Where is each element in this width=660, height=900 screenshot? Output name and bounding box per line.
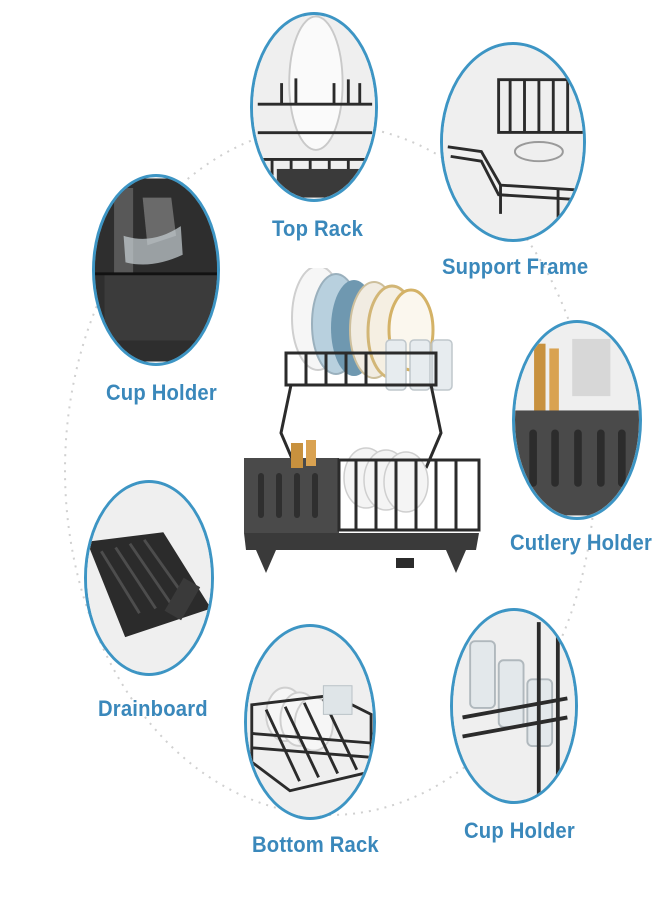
top-rack-label: Top Rack (272, 216, 364, 241)
cup-holder-right-illustration (453, 612, 575, 800)
drainboard-illustration (87, 484, 211, 672)
support-frame-illustration (443, 46, 583, 238)
drainboard-image (84, 480, 214, 676)
dish-rack-product-image (244, 268, 481, 573)
top-rack-image (250, 12, 378, 202)
bottom-rack-image (244, 624, 376, 820)
support-frame-label: Support Frame (442, 254, 589, 279)
cutlery-holder-label: Cutlery Holder (510, 530, 653, 555)
top-rack-illustration (253, 15, 375, 198)
cup-holder-left-illustration (95, 178, 217, 362)
support-frame-image (440, 42, 586, 242)
drainboard-label: Drainboard (98, 696, 208, 721)
cup-holder-right-label: Cup Holder (464, 818, 575, 843)
cutlery-holder-image (512, 320, 642, 520)
bottom-rack-label: Bottom Rack (252, 832, 379, 857)
cup-holder-right-image (450, 608, 578, 804)
cup-holder-left-image (92, 174, 220, 366)
bottom-rack-illustration (247, 628, 373, 816)
cup-holder-left-label: Cup Holder (106, 380, 217, 405)
cutlery-holder-illustration (515, 324, 639, 516)
